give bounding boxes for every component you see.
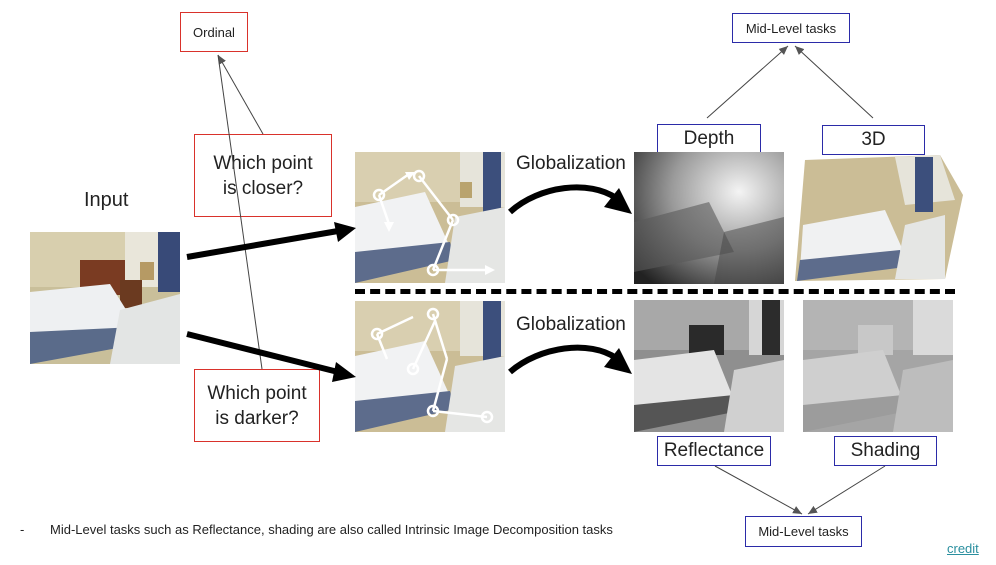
mid-level-tasks-top-label: Mid-Level tasks <box>745 20 837 36</box>
globalization-top-arrowhead <box>604 188 632 214</box>
question-closer-box: Which point is closer? <box>194 134 332 217</box>
three-d-box: 3D <box>822 125 925 155</box>
footer-note: Mid-Level tasks such as Reflectance, sha… <box>50 522 613 537</box>
ordinal-label: Ordinal <box>193 24 235 40</box>
question-darker-box: Which point is darker? <box>194 369 320 442</box>
question-closer-line2: is closer? <box>222 177 304 199</box>
input-to-top-arrow-shaft <box>186 228 339 260</box>
shading-label: Shading <box>850 440 921 461</box>
reflectance-to-midlevel-line <box>714 465 803 515</box>
globalization-top-label: Globalization <box>516 153 626 174</box>
three-d-reconstruction-image <box>795 155 963 281</box>
question-closer-line1: Which point <box>213 152 313 174</box>
shading-box: Shading <box>834 436 937 466</box>
globalization-top-arrow <box>507 184 618 215</box>
mid-level-tasks-top-box: Mid-Level tasks <box>732 13 850 43</box>
depth-map-image <box>634 152 784 284</box>
globalization-bottom-label: Globalization <box>516 314 626 335</box>
three-d-label: 3D <box>861 129 886 150</box>
reflectance-image <box>634 300 784 432</box>
mid-level-tasks-bottom-box: Mid-Level tasks <box>745 516 862 547</box>
dashed-separator <box>355 289 955 294</box>
closer-to-ordinal-line <box>217 54 264 135</box>
credit-link[interactable]: credit <box>947 541 979 556</box>
input-to-bottom-arrowhead <box>332 362 356 382</box>
input-label: Input <box>84 189 129 211</box>
reflectance-box: Reflectance <box>657 436 771 466</box>
ordinal-depth-annotation-image <box>355 152 505 283</box>
depth-label: Depth <box>683 127 735 149</box>
reflectance-label: Reflectance <box>663 440 765 461</box>
mid-level-tasks-bottom-label: Mid-Level tasks <box>758 524 849 539</box>
shading-to-midlevel-line <box>807 465 886 515</box>
depth-box: Depth <box>657 124 761 153</box>
question-darker-line2: is darker? <box>215 407 299 429</box>
shading-image <box>803 300 953 432</box>
footer-bullet: - <box>20 522 25 537</box>
input-to-top-arrowhead <box>334 222 356 242</box>
globalization-bottom-arrowhead <box>604 348 632 374</box>
depth-to-midlevel-line <box>706 45 789 119</box>
threed-to-midlevel-line <box>794 45 874 119</box>
input-image <box>30 232 180 364</box>
input-to-bottom-arrow-shaft <box>186 331 339 375</box>
globalization-bottom-arrow <box>508 344 618 375</box>
ordinal-box: Ordinal <box>180 12 248 52</box>
ordinal-reflectance-annotation-image <box>355 301 505 432</box>
question-darker-line1: Which point <box>207 382 307 404</box>
